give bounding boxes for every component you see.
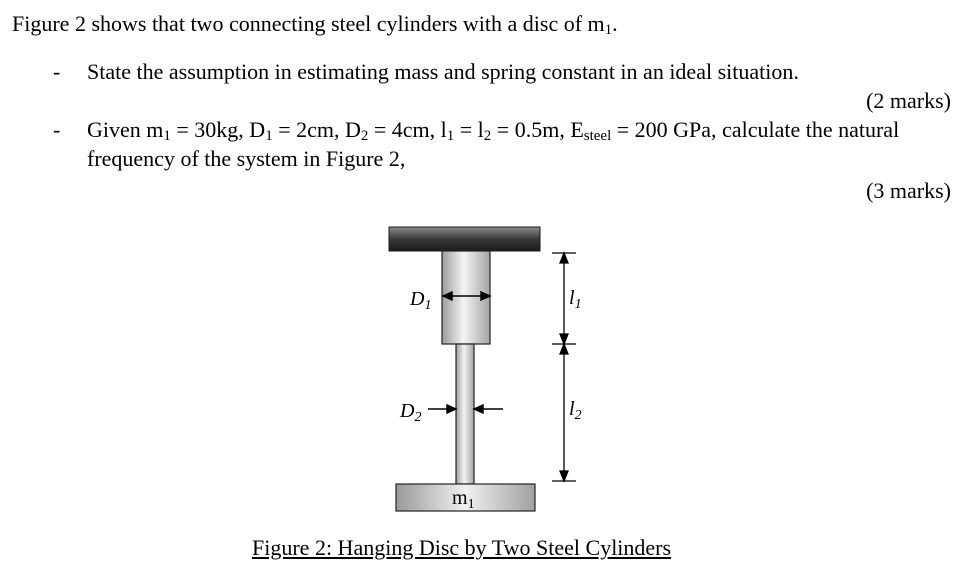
question-2-line-1: Given m1 = 30kg, D1 = 2cm, D2 = 4cm, l1 … xyxy=(87,117,900,144)
label-l2: l2 xyxy=(569,398,582,423)
question-2-marks: (3 marks) xyxy=(866,178,951,203)
question-2-line-2: frequency of the system in Figure 2, xyxy=(87,146,406,171)
label-d1: D1 xyxy=(409,288,431,313)
d1-dimension-arrow xyxy=(441,290,492,302)
label-l1: l1 xyxy=(569,287,582,312)
label-m1: m1 xyxy=(452,487,475,512)
label-d2: D2 xyxy=(399,400,421,425)
lower-cylinder xyxy=(455,343,475,485)
disc-mass xyxy=(395,483,536,512)
ceiling-support xyxy=(388,226,541,252)
bullet-dash-2: - xyxy=(53,117,61,142)
question-1-marks: (2 marks) xyxy=(866,88,951,113)
figure-caption: Figure 2: Hanging Disc by Two Steel Cyli… xyxy=(252,535,672,560)
d2-dimension-arrows xyxy=(428,403,503,415)
length-dimension-line xyxy=(552,251,576,483)
intro-text: Figure 2 shows that two connecting steel… xyxy=(12,11,618,38)
question-1-text: State the assumption in estimating mass … xyxy=(87,59,799,84)
bullet-dash-1: - xyxy=(53,59,61,84)
